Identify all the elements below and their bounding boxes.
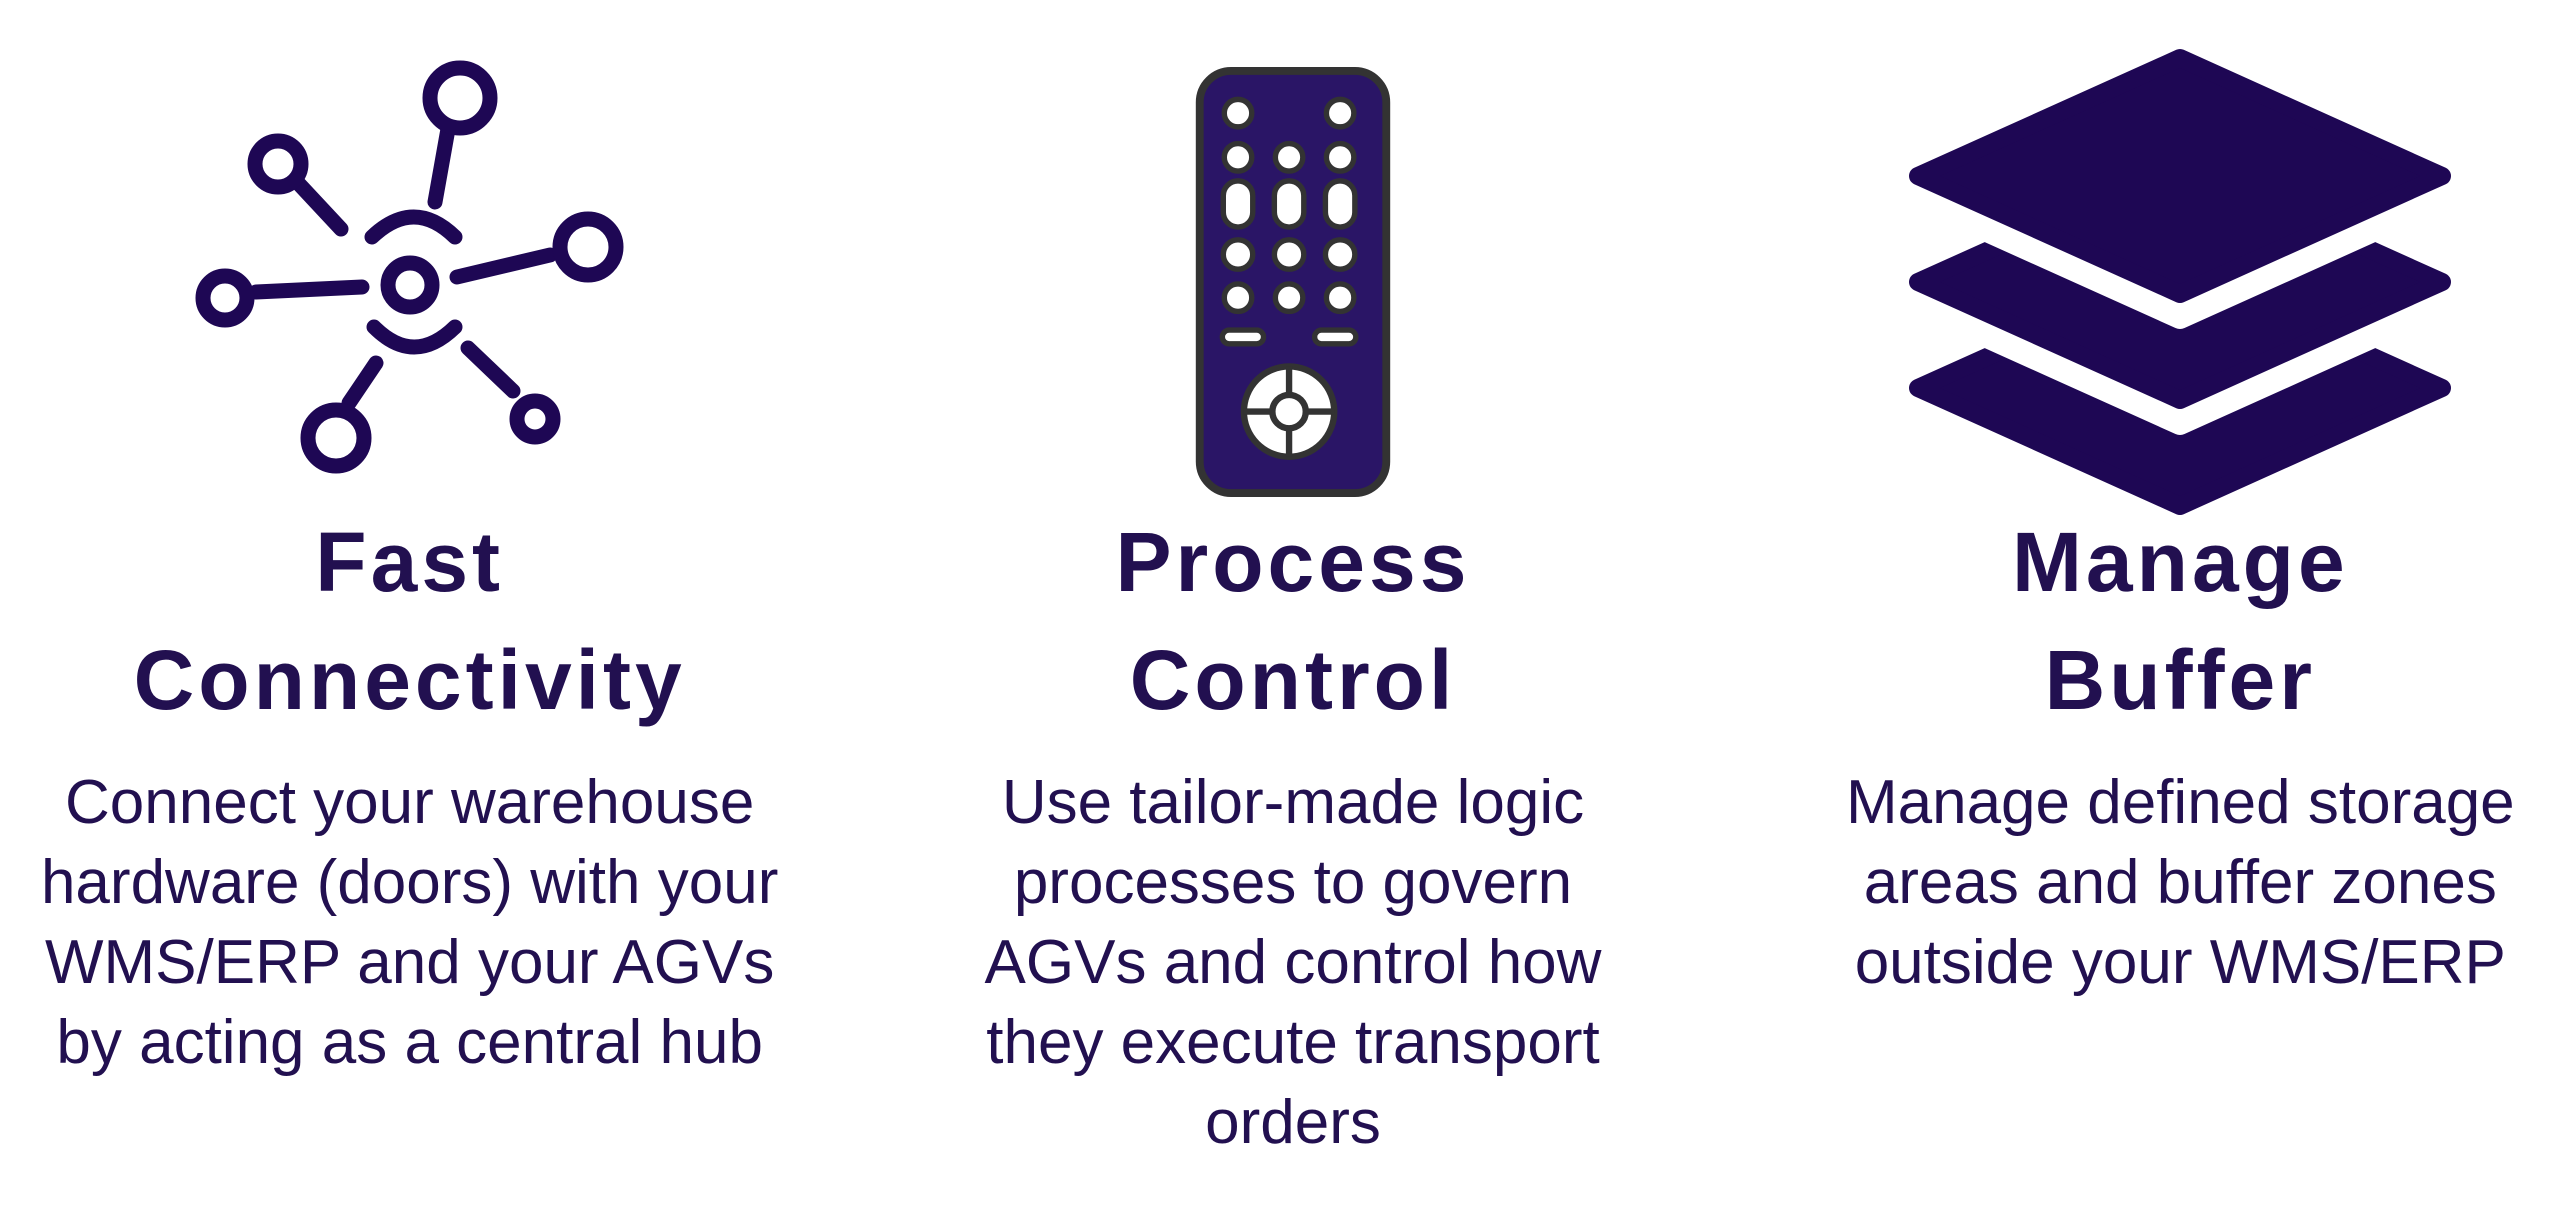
description-line: Use tailor-made logic: [1001, 768, 1585, 837]
description-line: areas and buffer zones: [1863, 848, 2497, 917]
feature-description: Use tailor-made logic processes to gover…: [985, 763, 1602, 1163]
description-line: WMS/ERP and your AGVs: [44, 928, 775, 997]
feature-description: Connect your warehouse hardware (doors) …: [41, 763, 778, 1083]
description-line: Connect your warehouse: [65, 768, 755, 837]
icon-box: [864, 0, 1721, 498]
icon-box: [1752, 0, 2572, 515]
feature-card-fast-connectivity: Fast Connectivity Connect your warehouse…: [0, 0, 838, 1208]
feature-card-process-control: Process Control Use tailor-made logic pr…: [864, 0, 1721, 1208]
title-line: Connectivity: [133, 633, 686, 727]
description-line: orders: [1205, 1088, 1381, 1157]
remote-control-icon: [1195, 66, 1391, 498]
title-line: Fast: [315, 515, 505, 609]
feature-title: Process Control: [1116, 503, 1471, 739]
feature-card-manage-buffer: Manage Buffer Manage defined storage are…: [1752, 0, 2572, 1208]
feature-title: Manage Buffer: [2012, 503, 2349, 739]
description-line: hardware (doors) with your: [40, 848, 779, 917]
description-line: processes to govern: [1013, 848, 1573, 917]
title-line: Buffer: [2044, 633, 2316, 727]
description-line: outside your WMS/ERP: [1854, 928, 2506, 997]
description-line: by acting as a central hub: [56, 1008, 763, 1077]
title-line: Process: [1115, 515, 1471, 609]
description-line: they execute transport: [986, 1008, 1600, 1077]
description-line: AGVs and control how: [984, 928, 1602, 997]
icon-box: [0, 0, 838, 497]
feature-title: Fast Connectivity: [134, 503, 686, 739]
feature-description: Manage defined storage areas and buffer …: [1846, 763, 2515, 1003]
title-line: Manage: [2011, 515, 2349, 609]
description-line: Manage defined storage: [1845, 768, 2515, 837]
layers-stack-icon: [1906, 49, 2453, 515]
hub-network-icon: [195, 60, 624, 474]
title-line: Control: [1129, 633, 1457, 727]
